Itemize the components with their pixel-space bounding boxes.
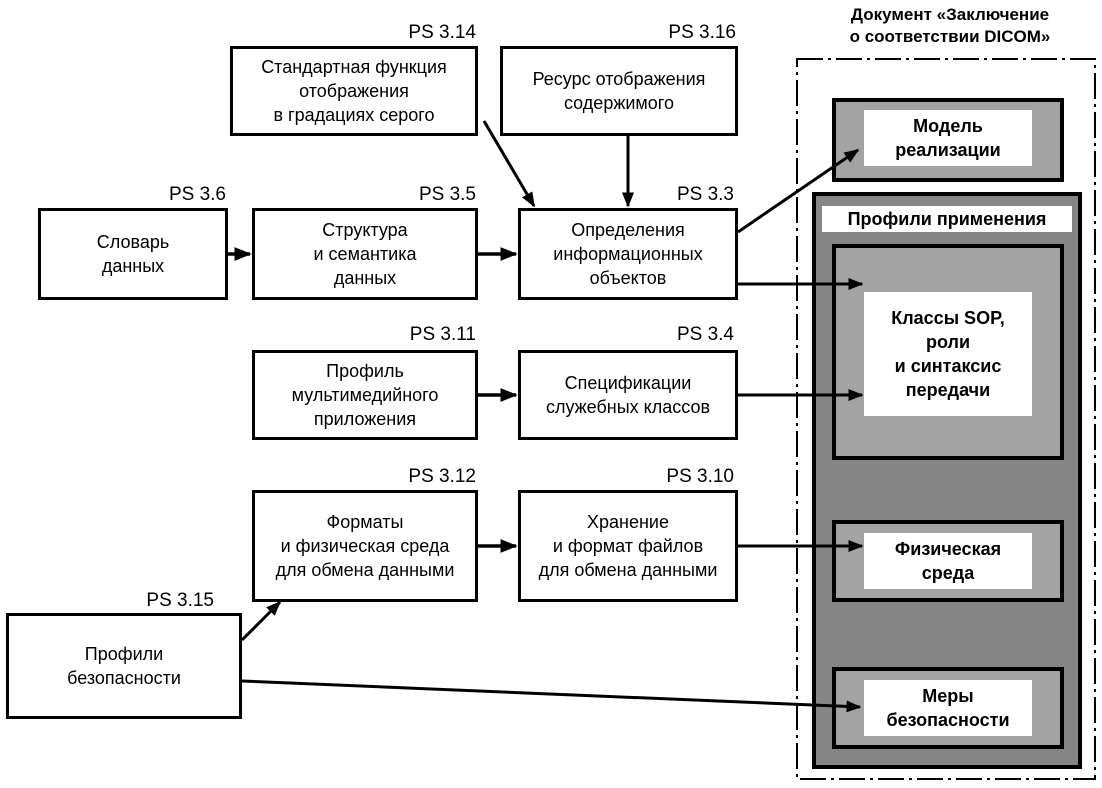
ps36-code: PS 3.6	[168, 184, 226, 205]
sop-classes-label: Классы SOP, роли и синтаксис передачи	[864, 292, 1032, 416]
ps315-code: PS 3.15	[146, 590, 214, 611]
ps312-label: Форматы и физическая среда для обмена да…	[275, 512, 455, 580]
ps315-box: Профили безопасности	[6, 613, 242, 719]
ps312-code: PS 3.12	[408, 466, 476, 487]
ps310-box: Хранение и формат файлов для обмена данн…	[518, 490, 738, 602]
ps311-box: Профиль мультимедийного приложения	[252, 350, 478, 440]
ps314-box: Стандартная функция отображения в градац…	[230, 46, 478, 136]
ps316-box: Ресурс отображения содержимого	[500, 46, 738, 136]
ps36-box: Словарь данных	[38, 208, 228, 300]
implementation-model-block: Модель реализации	[832, 98, 1064, 182]
physical-media-block: Физическая среда	[832, 520, 1064, 602]
ps36-label: Словарь данных	[96, 232, 170, 276]
arrow-ps315-ps312	[240, 600, 282, 642]
ps316-code: PS 3.16	[668, 22, 736, 43]
ps35-label: Структура и семантика данных	[313, 220, 417, 288]
document-title: Документ «Заключение о соответствии DICO…	[849, 5, 1051, 46]
sop-classes-block: Классы SOP, роли и синтаксис передачи	[832, 244, 1064, 460]
implementation-model-label: Модель реализации	[864, 110, 1032, 166]
physical-media-label: Физическая среда	[864, 533, 1032, 589]
ps311-label: Профиль мультимедийного приложения	[291, 361, 439, 429]
arrow-ps315-security	[241, 679, 862, 713]
ps34-label: Спецификации служебных классов	[545, 373, 711, 417]
ps35-box: Структура и семантика данных	[252, 208, 478, 300]
ps33-label: Определения информационных объектов	[553, 220, 703, 288]
ps33-box: Определения информационных объектов	[518, 208, 738, 300]
arrow-ps314-ps33	[482, 120, 536, 208]
ps314-code: PS 3.14	[408, 22, 476, 43]
ps33-code: PS 3.3	[676, 184, 734, 205]
security-measures-label: Меры безопасности	[864, 680, 1032, 736]
ps310-code: PS 3.10	[666, 466, 734, 487]
ps311-code: PS 3.11	[409, 324, 476, 345]
security-measures-block: Меры безопасности	[832, 667, 1064, 749]
ps310-label: Хранение и формат файлов для обмена данн…	[538, 512, 718, 580]
ps35-code: PS 3.5	[418, 184, 476, 205]
arrow-ps33-implementation	[737, 148, 860, 234]
ps34-code: PS 3.4	[676, 324, 734, 345]
application-profiles-label: Профили применения	[822, 206, 1072, 232]
ps312-box: Форматы и физическая среда для обмена да…	[252, 490, 478, 602]
ps315-label: Профили безопасности	[67, 644, 181, 688]
ps314-label: Стандартная функция отображения в градац…	[261, 57, 447, 125]
ps316-label: Ресурс отображения содержимого	[532, 69, 706, 113]
ps34-box: Спецификации служебных классов	[518, 350, 738, 440]
